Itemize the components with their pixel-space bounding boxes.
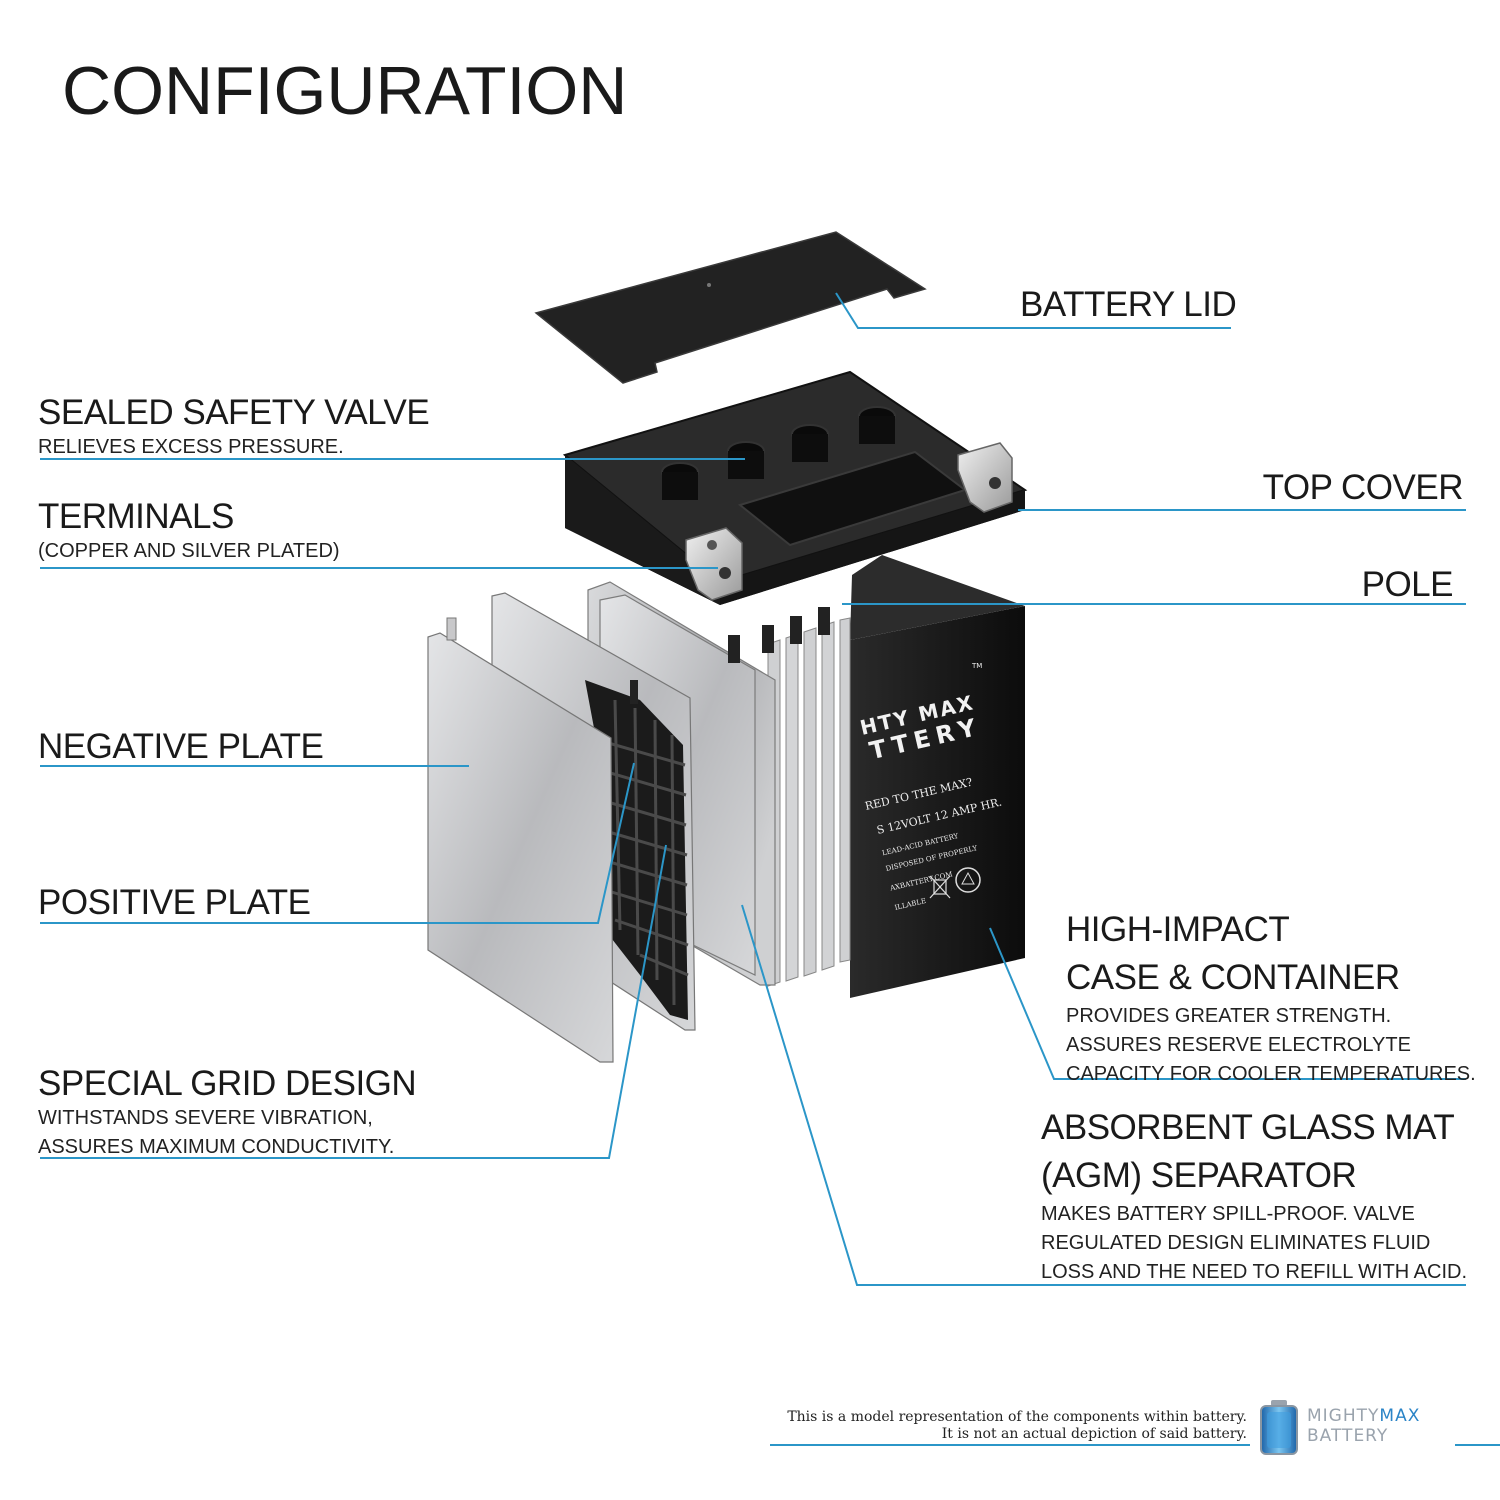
brand-logo: MIGHTYMAX BATTERY (1257, 1398, 1457, 1456)
agm-heading-1: ABSORBENT GLASS MAT (1041, 1108, 1455, 1147)
grid-design-heading: SPECIAL GRID DESIGN (38, 1064, 417, 1103)
battery-logo-icon (1260, 1400, 1298, 1455)
battery-case: HTY MAX TTERY TM RED TO THE MAX? S 12VOL… (850, 555, 1025, 998)
callout-case: HIGH-IMPACT CASE & CONTAINER PROVIDES GR… (1066, 906, 1476, 1089)
brand-word-battery: BATTERY (1307, 1426, 1389, 1446)
battery-lid-heading: BATTERY LID (1020, 285, 1237, 324)
callout-safety-valve: SEALED SAFETY VALVE RELIEVES EXCESS PRES… (38, 393, 430, 462)
brand-word-max: MAX (1379, 1406, 1421, 1426)
leader-agm (741, 904, 1466, 1286)
negative-plate-heading: NEGATIVE PLATE (38, 727, 324, 766)
pole-heading: POLE (1361, 565, 1454, 604)
recycle-icon (955, 867, 981, 893)
positive-plate-heading: POSITIVE PLATE (38, 883, 311, 922)
grid-design-desc-2: ASSURES MAXIMUM CONDUCTIVITY. (38, 1136, 395, 1158)
agm-desc-2: REGULATED DESIGN ELIMINATES FLUID (1041, 1232, 1431, 1254)
leader-positive-plate (40, 762, 635, 924)
terminal-left (685, 527, 743, 601)
safety-valve-desc: RELIEVES EXCESS PRESSURE. (38, 436, 344, 458)
callout-battery-lid: BATTERY LID (1020, 285, 1237, 325)
terminals-heading: TERMINALS (38, 497, 234, 536)
brand-word-mighty: MIGHTY (1307, 1406, 1380, 1426)
callout-terminals: TERMINALS (COPPER AND SILVER PLATED) (38, 497, 340, 566)
callout-positive-plate: POSITIVE PLATE (38, 883, 311, 923)
poles (728, 607, 830, 663)
case-heading-2: CASE & CONTAINER (1066, 958, 1400, 997)
callout-top-cover: TOP COVER (1262, 468, 1464, 508)
callout-agm: ABSORBENT GLASS MAT (AGM) SEPARATOR MAKE… (1041, 1104, 1467, 1287)
leader-grid-design (40, 844, 667, 1159)
footnote-line-2: It is not an actual depiction of said ba… (941, 1426, 1247, 1442)
callout-pole: POLE (1361, 565, 1454, 605)
agm-heading-2: (AGM) SEPARATOR (1041, 1156, 1357, 1195)
negative-plate (427, 617, 614, 1063)
grid-design-desc-1: WITHSTANDS SEVERE VIBRATION, (38, 1107, 373, 1129)
footnote: This is a model representation of the co… (787, 1409, 1247, 1443)
case-desc-2: ASSURES RESERVE ELECTROLYTE (1066, 1034, 1411, 1056)
agm-desc-3: LOSS AND THE NEED TO REFILL WITH ACID. (1041, 1261, 1468, 1283)
terminals-desc: (COPPER AND SILVER PLATED) (38, 540, 340, 562)
battery-lid (534, 231, 927, 384)
case-desc-1: PROVIDES GREATER STRENGTH. (1066, 1005, 1392, 1027)
page-title: CONFIGURATION (62, 53, 628, 129)
case-desc-3: CAPACITY FOR COOLER TEMPERATURES. (1066, 1063, 1476, 1085)
valve-ports (661, 406, 896, 500)
footnote-line-1: This is a model representation of the co… (787, 1409, 1247, 1425)
safety-valve-heading: SEALED SAFETY VALVE (38, 393, 430, 432)
case-trademark: TM (971, 662, 982, 670)
terminal-right (957, 442, 1013, 513)
top-cover-heading: TOP COVER (1262, 468, 1464, 507)
callout-negative-plate: NEGATIVE PLATE (38, 727, 324, 767)
leader-case (989, 927, 1466, 1080)
leader-battery-lid (835, 292, 1231, 329)
case-heading-1: HIGH-IMPACT (1066, 910, 1290, 949)
callout-grid-design: SPECIAL GRID DESIGN WITHSTANDS SEVERE VI… (38, 1064, 417, 1162)
agm-desc-1: MAKES BATTERY SPILL-PROOF. VALVE (1041, 1203, 1415, 1225)
crossed-bin-icon (929, 875, 951, 899)
